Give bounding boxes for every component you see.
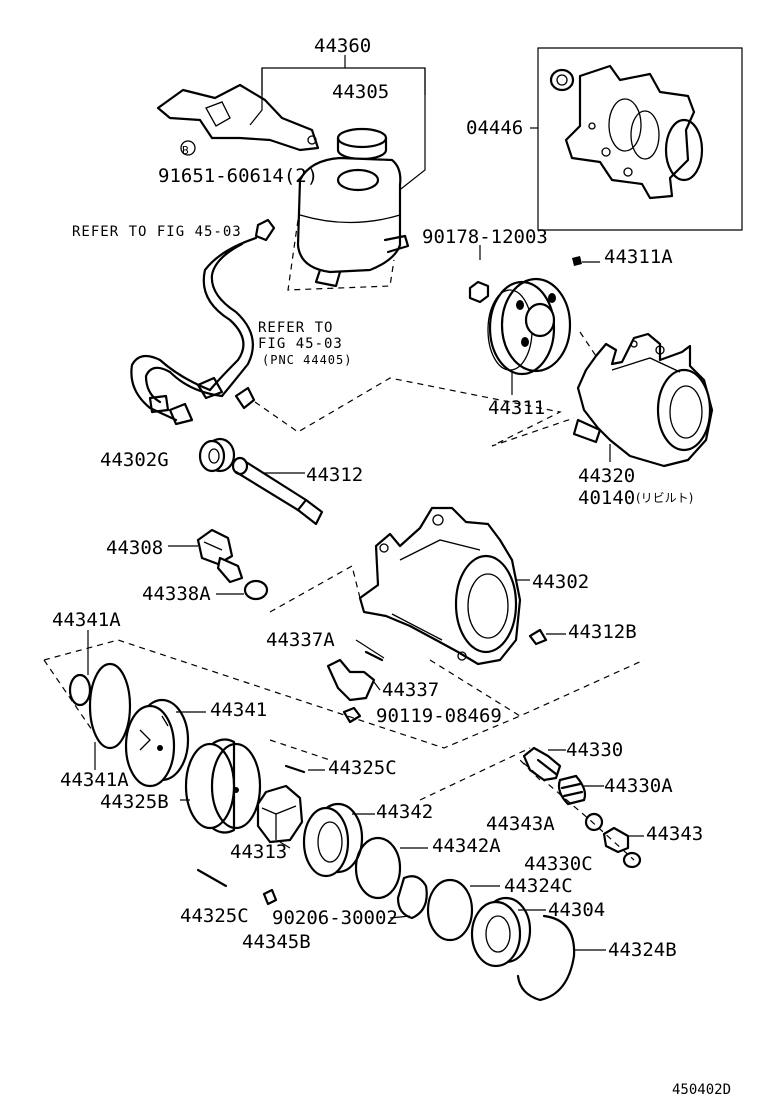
label-44337A: 44337A [266, 629, 335, 651]
bracket-44360-leader [249, 55, 426, 197]
bearing-44302G [198, 437, 236, 473]
plate-44342 [302, 802, 375, 878]
pin-44312B [528, 628, 566, 646]
label-refer-line1: REFER TO [258, 320, 333, 336]
oring-44341A-top [68, 630, 92, 707]
pin-44325C-bot [196, 868, 228, 888]
snap-ring-90206 [389, 875, 428, 920]
valve-44330 [522, 746, 566, 782]
label-90206: 90206-30002 [272, 907, 398, 929]
cartridge-dash-link [269, 739, 531, 801]
pin-44325C-top [284, 764, 325, 774]
gasket-kit-box [530, 47, 743, 231]
cartridge-dash-outline-top [43, 639, 521, 749]
label-refer-line2: FIG 45-03 [258, 336, 343, 352]
rotor-44313 [256, 784, 304, 849]
label-04446: 04446 [466, 117, 523, 139]
label-44343: 44343 [646, 823, 703, 845]
label-91651: 91651-60614(2) [158, 165, 318, 187]
label-44313: 44313 [230, 841, 287, 863]
oring-44330C [622, 851, 642, 869]
label-44341: 44341 [210, 699, 267, 721]
label-44325C-top: 44325C [328, 757, 397, 779]
housing-dash-link [269, 565, 361, 613]
reservoir-bracket-part [156, 83, 320, 152]
label-44308: 44308 [106, 537, 163, 559]
reservoir-dash-link [287, 219, 395, 291]
label-44302G: 44302G [100, 449, 169, 471]
oring-44341A-large [88, 662, 132, 770]
label-44341A-bot: 44341A [60, 769, 129, 791]
label-44312B: 44312B [568, 621, 637, 643]
nut-90178 [468, 245, 490, 304]
label-44312: 44312 [306, 464, 363, 486]
reservoir-tank [296, 156, 410, 288]
label-90119: 90119-08469 [376, 705, 502, 727]
label-44330C: 44330C [524, 853, 593, 875]
plate-44341 [124, 698, 206, 788]
union-44337 [326, 658, 381, 702]
label-44325C-bot: 44325C [180, 905, 249, 927]
key-44311A [572, 256, 600, 266]
snap-ring-44324B [516, 914, 606, 1002]
label-40140-note: (リビルト) [636, 491, 693, 505]
oring-44338A [216, 579, 269, 601]
label-44325B: 44325B [100, 791, 169, 813]
label-44341A-top: 44341A [52, 609, 121, 631]
pulley-44311 [487, 277, 572, 395]
oring-44337A [355, 639, 385, 662]
label-44337: 44337 [382, 679, 439, 701]
cover-44304 [470, 896, 546, 968]
label-44320: 44320 [578, 465, 635, 487]
cam-ring-44325B [180, 738, 262, 834]
figure-code: 450402D [672, 1082, 731, 1098]
pin-44345B [262, 888, 278, 906]
clip-small [234, 386, 256, 410]
return-hose [130, 236, 258, 426]
plug-44343 [602, 826, 644, 854]
bolt-mark-letter: B [182, 144, 190, 157]
relief-dash-link [429, 659, 645, 717]
label-44304: 44304 [548, 899, 605, 921]
housing-44302 [358, 506, 530, 666]
label-44342A: 44342A [432, 835, 501, 857]
label-refer-fig-top: REFER TO FIG 45-03 [72, 224, 242, 240]
label-44324B: 44324B [608, 939, 677, 961]
oring-44324C [426, 878, 500, 942]
label-44311: 44311 [488, 397, 545, 419]
bolt-91651-mark [180, 140, 196, 156]
oring-44342A [354, 836, 428, 900]
label-44302: 44302 [532, 571, 589, 593]
spring-44330A [557, 774, 604, 806]
label-44338A: 44338A [142, 583, 211, 605]
label-90178: 90178-12003 [422, 226, 548, 248]
label-44324C: 44324C [504, 875, 573, 897]
label-44330: 44330 [566, 739, 623, 761]
bolt-90119 [342, 706, 362, 724]
label-44342: 44342 [376, 801, 433, 823]
label-refer-line3: (PNC 44405) [262, 353, 352, 367]
fitting-44308 [168, 528, 244, 584]
label-44305: 44305 [332, 81, 389, 103]
shaft-44312 [231, 456, 324, 526]
pump-dash-outline [254, 377, 575, 447]
pulley-link [579, 331, 597, 357]
relief-dash-path [519, 759, 635, 861]
label-44330A: 44330A [604, 775, 673, 797]
pump-assembly-44320 [572, 332, 714, 468]
label-40140: 40140 [578, 487, 635, 509]
reservoir-cap-44305 [336, 127, 388, 161]
label-44311A: 44311A [604, 246, 673, 268]
label-44345B: 44345B [242, 931, 311, 953]
label-44343A: 44343A [486, 813, 555, 835]
label-44360: 44360 [314, 35, 371, 57]
oring-44343A [584, 812, 604, 832]
hose-clip [254, 218, 276, 242]
